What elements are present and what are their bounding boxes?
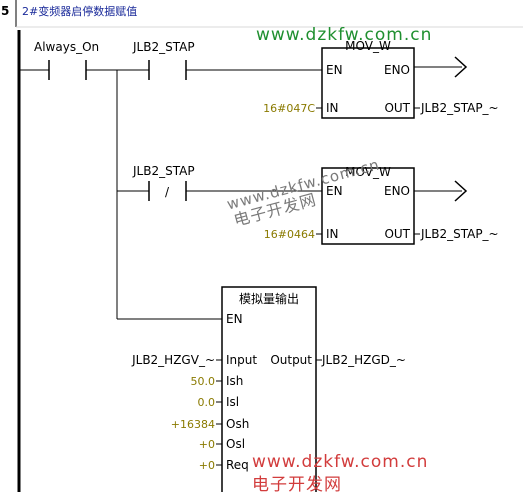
mov-w-1-en-pin: EN	[326, 63, 343, 77]
mov-w-2-out-pin: OUT	[384, 227, 410, 241]
analog-osh-pin: Osh	[226, 417, 249, 431]
mov-w-1-in-pin: IN	[326, 101, 339, 115]
network-comment[interactable]: 2#变频器启停数据赋值	[22, 4, 137, 18]
analog-output-title: 模拟量输出	[239, 291, 299, 306]
contact-always-on[interactable]	[48, 60, 87, 80]
mov-w-1-title: MOV_W	[345, 39, 391, 53]
contact-jlb2-stap-label: JLB2_STAP	[132, 40, 195, 54]
mov-w-1-eno-pin: ENO	[384, 63, 410, 77]
analog-output-pin: Output	[270, 353, 312, 367]
mov-w-2-title: MOV_W	[345, 165, 391, 179]
eno-2-arrow-icon	[454, 180, 468, 202]
mov-w-box-2[interactable]: MOV_W EN ENO IN OUT	[321, 165, 415, 245]
analog-ish-pin: Ish	[226, 374, 243, 388]
mov-w-1-out-pin: OUT	[384, 101, 410, 115]
analog-req-pin: Req	[226, 458, 249, 472]
watermark-name-bottom: 电子开发网	[252, 475, 342, 492]
watermark-site-top: www.dzkfw.com.cn	[256, 25, 432, 45]
contact-jlb2-stap-no[interactable]	[148, 60, 187, 80]
network-number: 5	[1, 4, 9, 18]
analog-isl-value[interactable]: 0.0	[198, 396, 216, 409]
analog-output-value[interactable]: JLB2_HZGD_~	[321, 353, 406, 367]
mov-w-2-in-value[interactable]: 16#0464	[264, 228, 315, 241]
analog-req-value[interactable]: +0	[199, 459, 215, 472]
mov-w-2-in-pin: IN	[326, 227, 339, 241]
analog-isl-pin: Isl	[226, 395, 239, 409]
analog-osl-pin: Osl	[226, 437, 245, 451]
watermark-site-bottom: www.dzkfw.com.cn	[252, 452, 428, 472]
analog-osh-value[interactable]: +16384	[171, 418, 215, 431]
analog-ish-value[interactable]: 50.0	[191, 375, 216, 388]
analog-input-value[interactable]: JLB2_HZGV_~	[131, 353, 215, 367]
rung-2: / JLB2_STAP MOV_W EN ENO IN OUT 16#0464 …	[117, 164, 499, 245]
eno-1-arrow-icon	[454, 56, 468, 78]
mov-w-2-out-value[interactable]: JLB2_STAP_~	[420, 227, 499, 241]
mov-w-2-eno-pin: ENO	[384, 184, 410, 198]
analog-input-pin: Input	[226, 353, 257, 367]
contact-nc-symbol: /	[165, 185, 170, 199]
analog-en-pin: EN	[226, 312, 243, 326]
contact-always-on-label: Always_On	[34, 40, 99, 54]
mov-w-2-en-pin: EN	[326, 184, 343, 198]
contact-jlb2-stap-nc[interactable]: /	[148, 181, 187, 201]
rung-1: Always_On JLB2_STAP MOV_W EN ENO IN OUT …	[19, 39, 499, 119]
mov-w-box-1[interactable]: MOV_W EN ENO IN OUT	[321, 39, 415, 119]
network-header[interactable]: 5 2#变频器启停数据赋值	[1, 0, 523, 28]
analog-output-box[interactable]: 模拟量输出 EN Input Output Ish Isl Osh Osl Re…	[221, 286, 317, 492]
mov-w-1-in-value[interactable]: 16#047C	[263, 102, 315, 115]
contact-jlb2-stap-nc-label: JLB2_STAP	[132, 164, 195, 178]
analog-osl-value[interactable]: +0	[199, 438, 215, 451]
mov-w-1-out-value[interactable]: JLB2_STAP_~	[420, 101, 499, 115]
rung-3: 模拟量输出 EN Input Output Ish Isl Osh Osl Re…	[117, 286, 406, 492]
